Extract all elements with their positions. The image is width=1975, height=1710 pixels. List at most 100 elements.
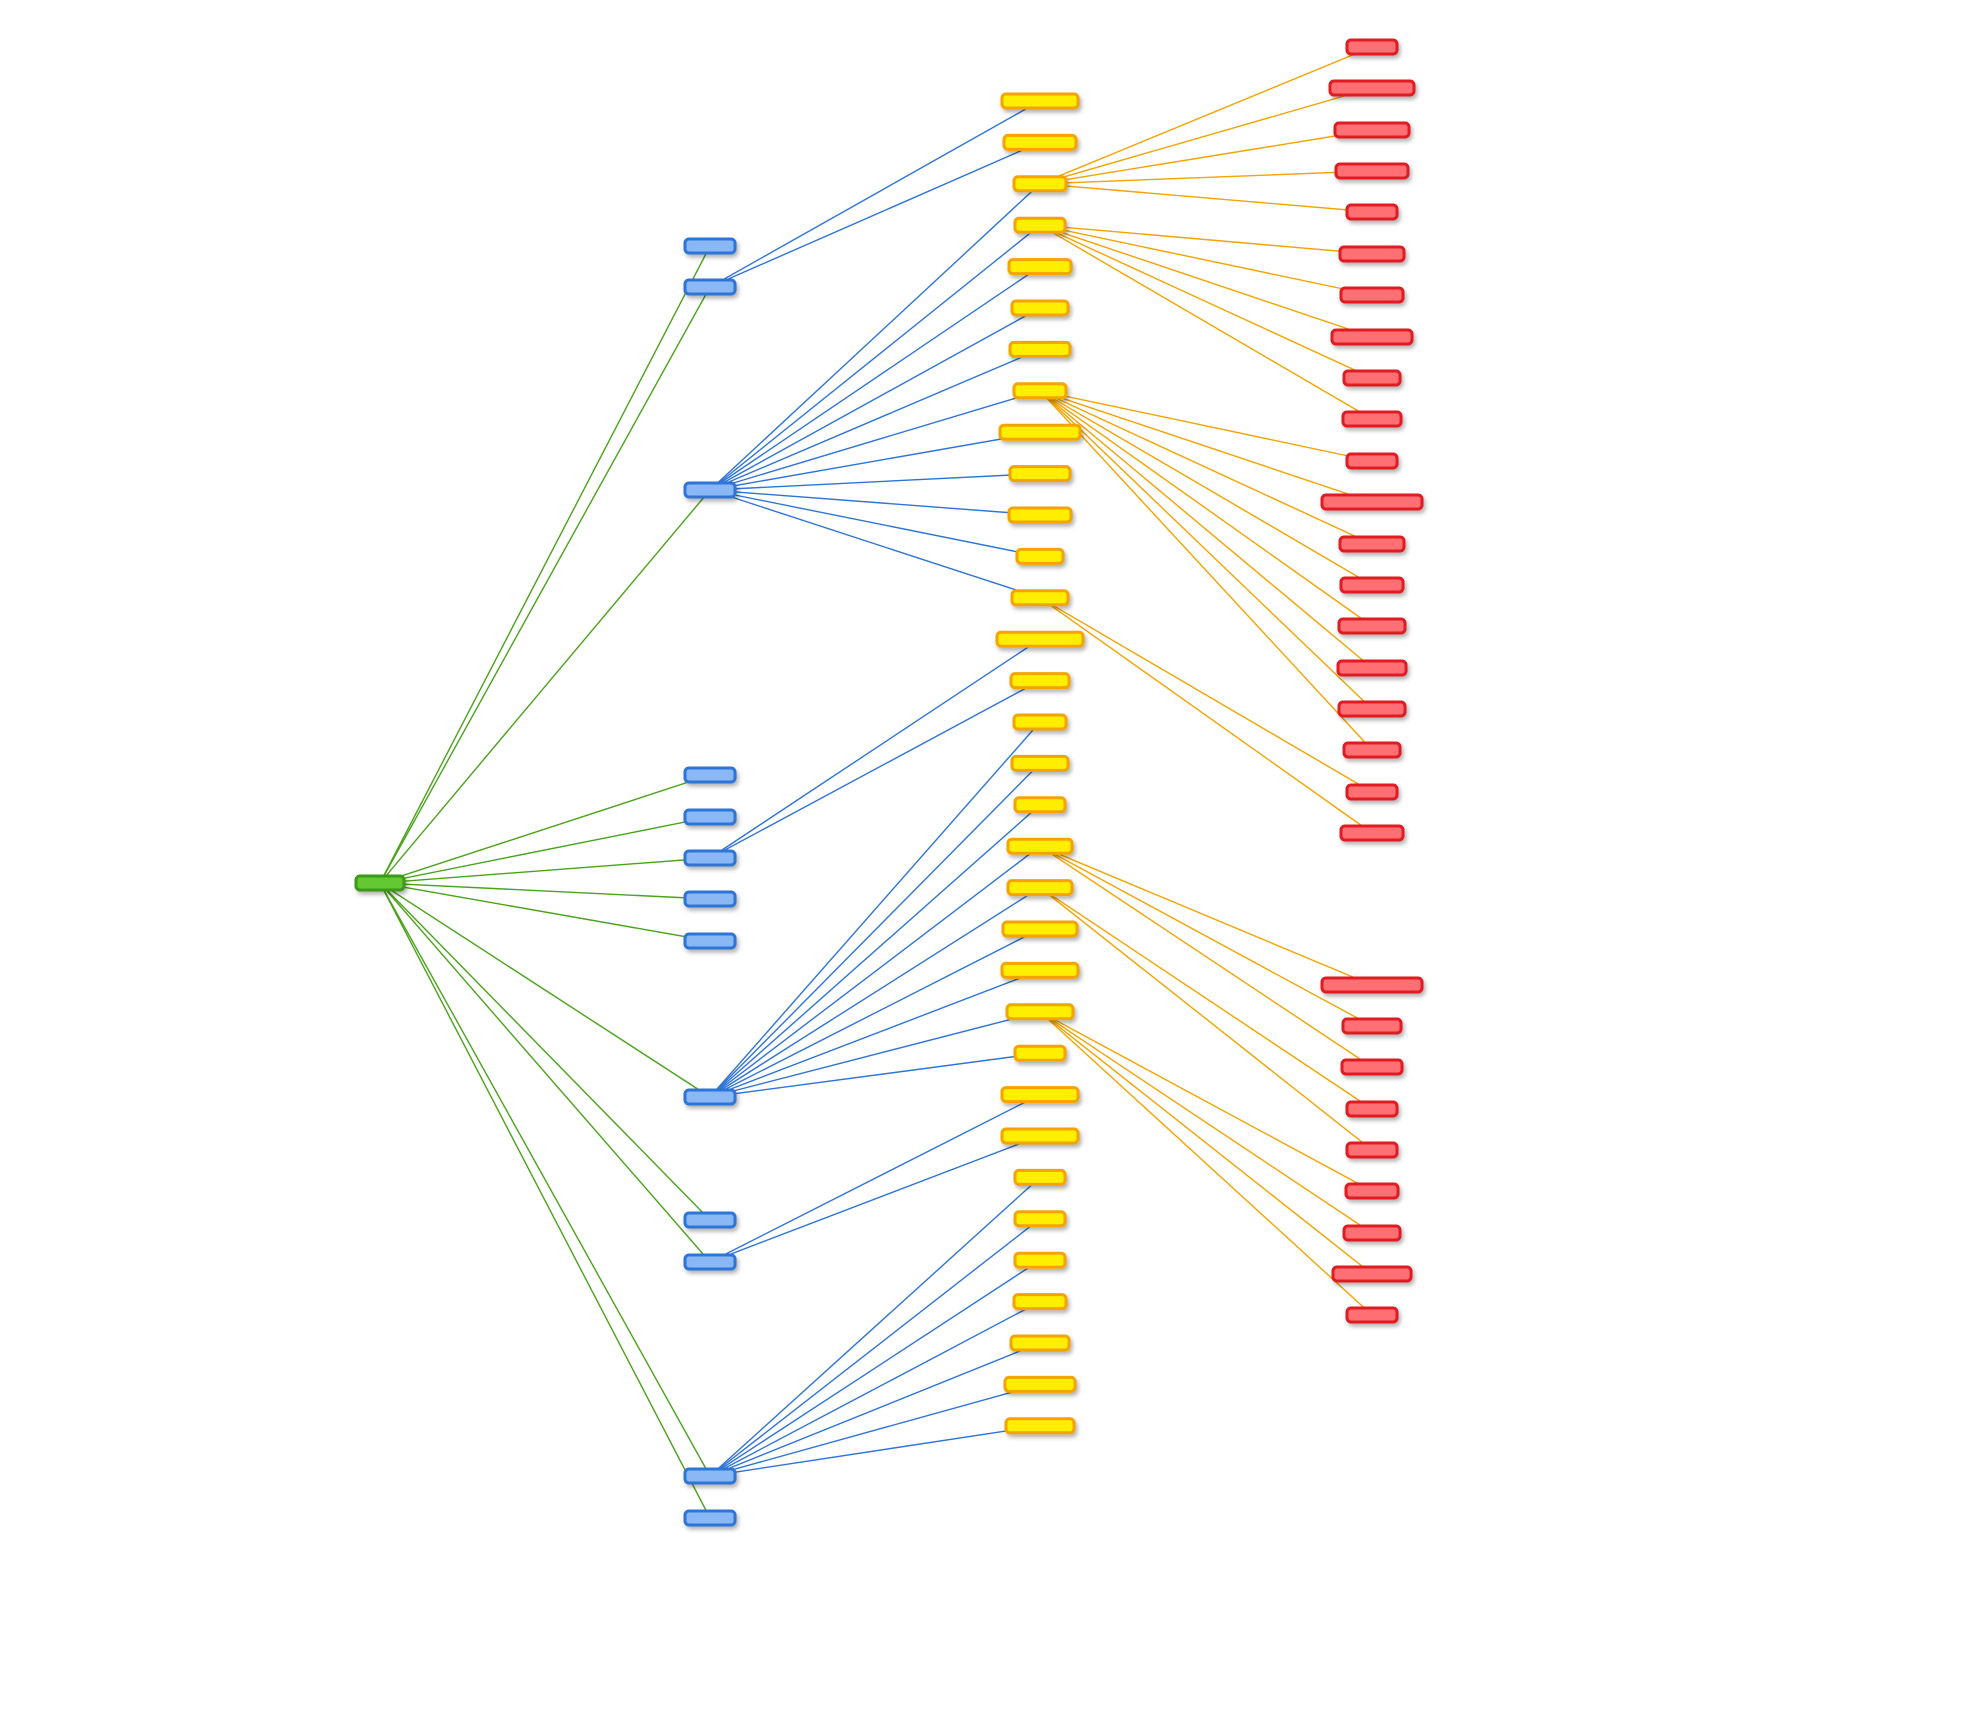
tree-node-level-3[interactable] xyxy=(1328,79,1416,97)
tree-node-level-2[interactable] xyxy=(995,630,1085,648)
tree-edge xyxy=(709,489,1041,558)
tree-node-level-3[interactable] xyxy=(1342,741,1402,759)
tree-node-level-2[interactable] xyxy=(1010,754,1070,772)
tree-node-level-3[interactable] xyxy=(1334,162,1410,180)
tree-edge xyxy=(379,857,711,884)
tree-node-level-1[interactable] xyxy=(683,808,737,826)
tree-node-level-1[interactable] xyxy=(683,766,737,784)
tree-node-level-2[interactable] xyxy=(1006,837,1074,855)
tree-node-level-2[interactable] xyxy=(1013,1210,1067,1228)
tree-node-level-2[interactable] xyxy=(1002,133,1078,151)
tree-node-level-1[interactable] xyxy=(683,890,737,908)
tree-node-level-1[interactable] xyxy=(683,849,737,867)
tree-node-level-3[interactable] xyxy=(1340,1058,1404,1076)
tree-edge xyxy=(709,1218,1041,1477)
tree-edge xyxy=(709,472,1041,491)
tree-node-level-3[interactable] xyxy=(1339,824,1405,842)
tree-node-level-2[interactable] xyxy=(1012,382,1068,400)
tree-node-level-3[interactable] xyxy=(1331,1265,1413,1283)
tree-node-level-3[interactable] xyxy=(1342,369,1402,387)
tree-node-level-2[interactable] xyxy=(1006,879,1074,897)
tree-edge xyxy=(1039,1011,1373,1275)
tree-node-level-2[interactable] xyxy=(1007,506,1073,524)
tree-node-level-2[interactable] xyxy=(1013,1251,1067,1269)
tree-edge xyxy=(1039,845,1373,1068)
tree-edge xyxy=(1039,390,1373,503)
tree-node-level-3[interactable] xyxy=(1339,576,1405,594)
tree-node-level-3[interactable] xyxy=(1337,700,1407,718)
tree-node-level-2[interactable] xyxy=(1008,465,1072,483)
tree-node-level-1[interactable] xyxy=(683,1467,737,1485)
tree-node-level-1[interactable] xyxy=(683,932,737,950)
tree-node-level-3[interactable] xyxy=(1341,1017,1403,1035)
tree-node-level-3[interactable] xyxy=(1339,286,1405,304)
tree-edge xyxy=(709,100,1041,288)
tree-node-level-2[interactable] xyxy=(1010,589,1070,607)
tree-node-level-3[interactable] xyxy=(1345,1100,1399,1118)
tree-node-level-2[interactable] xyxy=(1012,1293,1068,1311)
tree-node-level-3[interactable] xyxy=(1338,535,1406,553)
tree-node-level-3[interactable] xyxy=(1333,121,1411,139)
tree-node-level-2[interactable] xyxy=(1012,713,1068,731)
tree-node-level-2[interactable] xyxy=(1013,1168,1067,1186)
tree-node-level-2[interactable] xyxy=(998,423,1082,441)
tree-node-level-3[interactable] xyxy=(1336,659,1408,677)
tree-node-level-2[interactable] xyxy=(1005,1003,1075,1021)
tree-node-level-3[interactable] xyxy=(1345,203,1399,221)
tree-node-level-1[interactable] xyxy=(683,1253,737,1271)
tree-edge xyxy=(379,774,711,884)
tree-node-level-2[interactable] xyxy=(1000,1127,1080,1145)
tree-node-level-2[interactable] xyxy=(1004,1417,1076,1435)
tree-node-level-1[interactable] xyxy=(683,1088,737,1106)
tree-edge xyxy=(709,1176,1041,1477)
tree-edge xyxy=(1039,845,1373,986)
tree-node-level-2[interactable] xyxy=(1008,340,1072,358)
tree-node-level-2[interactable] xyxy=(1009,1334,1071,1352)
tree-node-level-2[interactable] xyxy=(1007,258,1073,276)
tree-node-level-1[interactable] xyxy=(683,481,737,499)
tree-edge xyxy=(1039,224,1373,420)
tree-node-level-3[interactable] xyxy=(1345,452,1399,470)
tree-node-level-1[interactable] xyxy=(683,1211,737,1229)
tree-node-level-3[interactable] xyxy=(1337,617,1407,635)
tree-node-level-2[interactable] xyxy=(1010,299,1070,317)
tree-node-level-2[interactable] xyxy=(1013,1044,1067,1062)
tree-node-level-2[interactable] xyxy=(1013,216,1067,234)
tree-edge xyxy=(1039,224,1373,338)
tree-node-level-3[interactable] xyxy=(1345,783,1399,801)
tree-node-level-2[interactable] xyxy=(1015,547,1065,565)
tree-edge xyxy=(379,882,711,1477)
tree-node-level-3[interactable] xyxy=(1345,1306,1399,1324)
tree-node-level-3[interactable] xyxy=(1330,328,1414,346)
tree-node-level-3[interactable] xyxy=(1344,1182,1400,1200)
tree-node-level-3[interactable] xyxy=(1345,38,1399,56)
tree-edge xyxy=(709,224,1041,491)
tree-node-level-1[interactable] xyxy=(683,278,737,296)
tree-edge xyxy=(709,928,1041,1098)
tree-edge xyxy=(709,1093,1041,1263)
tree-edge xyxy=(709,1342,1041,1477)
tree-node-level-2[interactable] xyxy=(1000,1086,1080,1104)
root-node[interactable] xyxy=(354,874,406,892)
tree-node-level-2[interactable] xyxy=(1013,796,1067,814)
tree-node-level-3[interactable] xyxy=(1320,976,1424,994)
tree-edge xyxy=(1039,183,1373,213)
tree-node-level-3[interactable] xyxy=(1345,1141,1399,1159)
tree-node-level-2[interactable] xyxy=(1012,175,1068,193)
tree-edge xyxy=(709,141,1041,288)
tree-node-level-2[interactable] xyxy=(1009,672,1071,690)
tree-node-level-2[interactable] xyxy=(1000,961,1080,979)
tree-node-level-2[interactable] xyxy=(1001,920,1079,938)
tree-node-level-3[interactable] xyxy=(1341,410,1403,428)
tree-node-level-1[interactable] xyxy=(683,237,737,255)
tree-edge xyxy=(1039,597,1373,834)
tree-node-level-3[interactable] xyxy=(1342,1224,1402,1242)
tree-node-level-3[interactable] xyxy=(1320,493,1424,511)
tree-node-level-2[interactable] xyxy=(1003,1375,1077,1393)
tree-edge xyxy=(709,969,1041,1098)
tree-edge xyxy=(1039,129,1373,185)
tree-node-level-2[interactable] xyxy=(1000,92,1080,110)
tree-node-level-3[interactable] xyxy=(1338,245,1406,263)
tree-edge xyxy=(1039,87,1373,185)
tree-node-level-1[interactable] xyxy=(683,1509,737,1527)
